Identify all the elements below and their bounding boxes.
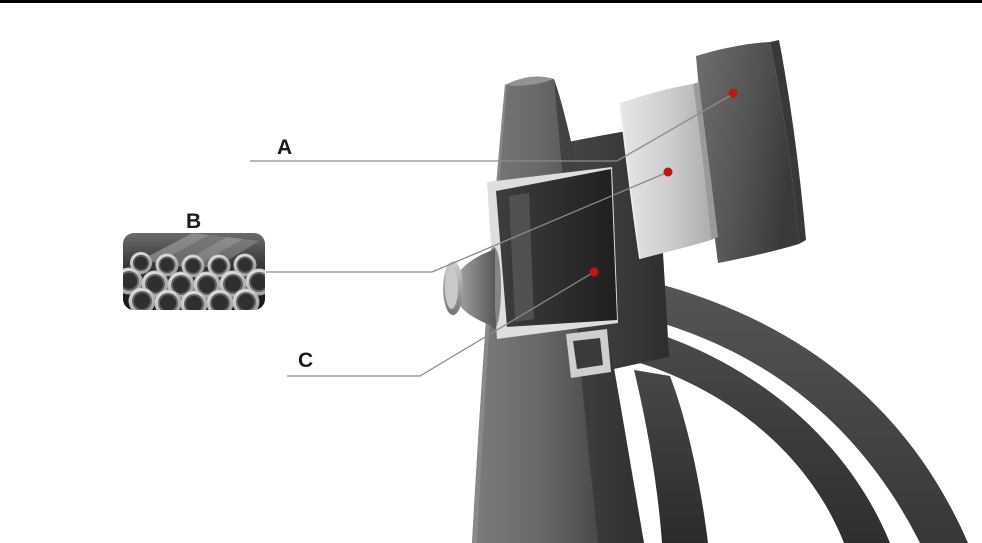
callout-dot-a [728, 88, 738, 98]
panel-outer-dark-edge [770, 40, 806, 244]
pivot-knob-face [445, 267, 458, 309]
pivot-knob-neck [458, 249, 495, 327]
steel-tubes-photo-content [123, 233, 265, 310]
callout-layer: A B C [186, 88, 738, 377]
panel-outer-dark [696, 42, 799, 263]
column-top-cap [505, 76, 554, 86]
callout-dot-b [663, 167, 673, 177]
callout-label-a: A [277, 136, 293, 159]
top-border [0, 0, 982, 3]
slot-cavity [573, 338, 603, 369]
callout-line-b [266, 171, 669, 273]
callout-label-b: B [186, 210, 202, 233]
callout-dot-c [589, 267, 599, 277]
panel-light-rim [619, 102, 641, 260]
frame-tube-front [630, 328, 890, 543]
steel-tubes-photo [123, 233, 265, 310]
callout-line-c [287, 271, 595, 377]
frame-tube-rear [644, 282, 968, 543]
product-render-3d [443, 40, 968, 543]
cutout-inner-tube [509, 193, 534, 322]
panel-light-edge [693, 82, 718, 240]
callout-line-a [250, 93, 734, 162]
frame-leg [634, 370, 708, 543]
callout-label-c: C [298, 349, 314, 372]
